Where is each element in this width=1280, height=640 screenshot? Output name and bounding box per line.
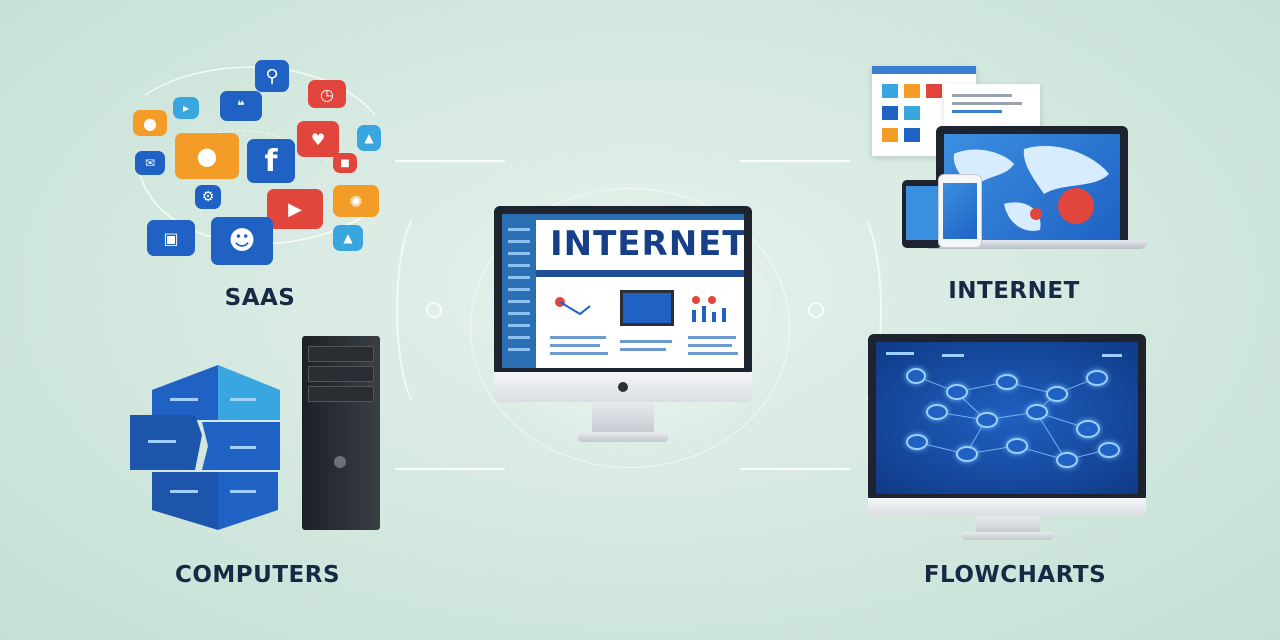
search-icon: ⚲ <box>255 60 289 92</box>
flowchart-monitor-stand <box>976 516 1040 534</box>
comment-icon: ❝ <box>220 91 262 121</box>
connector-line-top-left <box>395 160 505 162</box>
connector-line-bottom-left <box>395 468 505 470</box>
phone <box>938 174 982 248</box>
laptop <box>936 126 1128 244</box>
facebook-logo-icon: f <box>247 139 295 183</box>
flowchart-network-graphic <box>886 352 1122 461</box>
screen-side-nav <box>502 214 536 368</box>
connector-line-bottom-right <box>740 468 850 470</box>
saas-label: SAAS <box>224 285 296 311</box>
drive-bay-1 <box>308 346 374 362</box>
flowchart-blocks-illustration <box>130 360 280 540</box>
center-monitor-stand <box>592 402 654 434</box>
flowchart-monitor-base <box>962 532 1054 540</box>
center-monitor: INTERNET <box>494 206 752 376</box>
flowcharts-label: FLOWCHARTS <box>923 562 1107 588</box>
message-icon: ✉ <box>135 151 165 175</box>
screen-graph-thumb <box>550 292 594 322</box>
gear-icon: ⚙ <box>195 185 221 209</box>
screen-top-bar <box>536 214 744 220</box>
clock-icon: ◷ <box>308 80 346 108</box>
camera-icon: ▣ <box>147 220 195 256</box>
saas-illustration: ● ▸ ⚲ ❝ ◷ ✉ ● f ♥ ▲ ■ ⚙ ▶ ✺ ▣ ☻ ▲ <box>125 55 390 270</box>
tag-icon: ■ <box>333 153 357 173</box>
computers-label: COMPUTERS <box>174 562 341 588</box>
like-icon: ▲ <box>357 125 381 151</box>
chat-icon: ● <box>133 110 167 136</box>
connector-node-left <box>426 302 442 318</box>
center-monitor-logo <box>618 382 628 392</box>
share-icon: ▸ <box>173 97 199 119</box>
settings-icon: ✺ <box>333 185 379 217</box>
internet-label: INTERNET <box>948 278 1080 304</box>
screen-nav-strip <box>536 270 744 277</box>
laptop-base <box>922 240 1148 249</box>
tablet <box>902 180 942 248</box>
internet-banner-text: INTERNET <box>550 224 744 264</box>
screen-video-thumb <box>620 290 674 326</box>
facebook-icon: ● <box>175 133 239 179</box>
connector-arc-right <box>822 205 882 415</box>
alert-bubble-icon: ♥ <box>297 121 339 157</box>
center-monitor-chin <box>494 372 752 402</box>
computer-tower <box>302 336 380 530</box>
connector-node-right <box>808 302 824 318</box>
drive-bay-2 <box>308 366 374 382</box>
thumbs-icon: ▲ <box>333 225 363 251</box>
laptop-screen <box>944 134 1120 240</box>
flowchart-monitor-chin <box>868 498 1146 516</box>
center-monitor-screen: INTERNET <box>502 214 744 368</box>
power-button <box>334 456 346 468</box>
flowchart-screen <box>876 342 1138 494</box>
flowchart-monitor <box>868 334 1146 502</box>
document-window-preview <box>944 84 1040 130</box>
connector-arc-left <box>396 205 456 415</box>
user-icon: ☻ <box>211 217 273 265</box>
connector-line-top-right <box>740 160 850 162</box>
screen-stats-thumb <box>688 294 732 324</box>
video-icon: ▶ <box>267 189 323 229</box>
puzzle-blocks <box>130 365 280 530</box>
center-monitor-base <box>578 432 668 442</box>
drive-bay-3 <box>308 386 374 402</box>
